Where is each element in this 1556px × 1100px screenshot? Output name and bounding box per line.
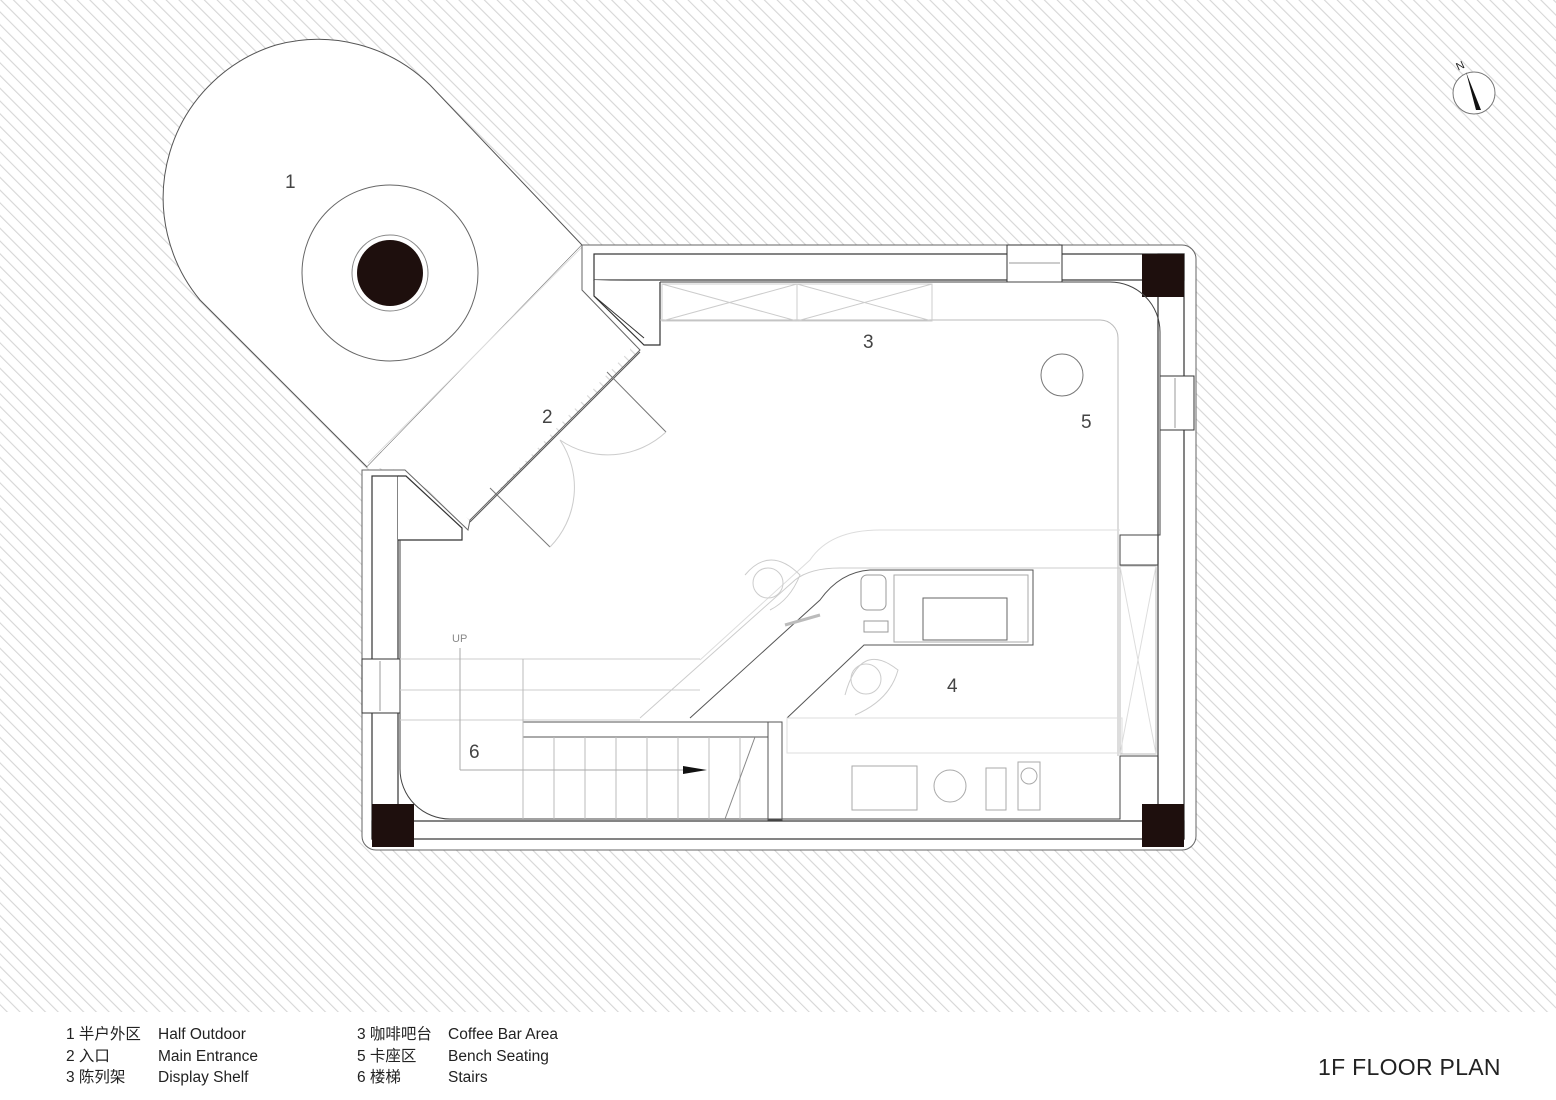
south-wall: [371, 820, 1185, 840]
lounge-chair-1: [744, 559, 801, 611]
window-east: [1159, 375, 1195, 431]
entrance-forecourt: [367, 245, 630, 520]
north-arrow-compass: N: [1452, 59, 1496, 115]
room-label-4: 4: [947, 676, 958, 697]
display-shelf: [661, 283, 933, 322]
bench-seating-inner-outline: [660, 319, 1119, 756]
column-southeast: [1142, 804, 1184, 847]
north-wall: [593, 253, 1185, 281]
planter-outer-ring: [301, 184, 479, 362]
main-entrance-door: [469, 351, 667, 548]
building-outer-footprint: [361, 244, 1197, 851]
outdoor-threshold-line: [367, 246, 583, 464]
plan-title: 1F FLOOR PLAN: [1318, 1054, 1501, 1080]
east-storage-cabinet: [1119, 565, 1157, 755]
northwest-angled-wall: [593, 280, 661, 346]
interior-floor-outline: [399, 281, 1161, 820]
room-label-1: 1: [285, 172, 296, 193]
compass-needle-icon: [1466, 72, 1481, 110]
west-wall: [371, 475, 399, 840]
column-northeast: [1142, 254, 1184, 297]
window-west: [361, 658, 401, 714]
room-label-5: 5: [1081, 412, 1092, 433]
lounge-chair-2: [844, 659, 899, 716]
round-side-table: [1040, 353, 1084, 397]
east-wall: [1157, 253, 1185, 840]
coffee-bar-counter: [639, 529, 1123, 754]
column-southwest: [372, 804, 414, 847]
room-label-2: 2: [542, 407, 553, 428]
tree-trunk: [357, 240, 423, 306]
room-label-3: 3: [863, 332, 874, 353]
back-bar-equipment: [851, 761, 1041, 811]
room-label-6: 6: [469, 742, 480, 763]
southwest-angled-wall: [398, 475, 463, 541]
stairs-up-label: UP: [452, 633, 467, 645]
planter-inner-ring: [351, 234, 429, 312]
staircase: [400, 648, 783, 821]
window-north: [1006, 244, 1063, 283]
